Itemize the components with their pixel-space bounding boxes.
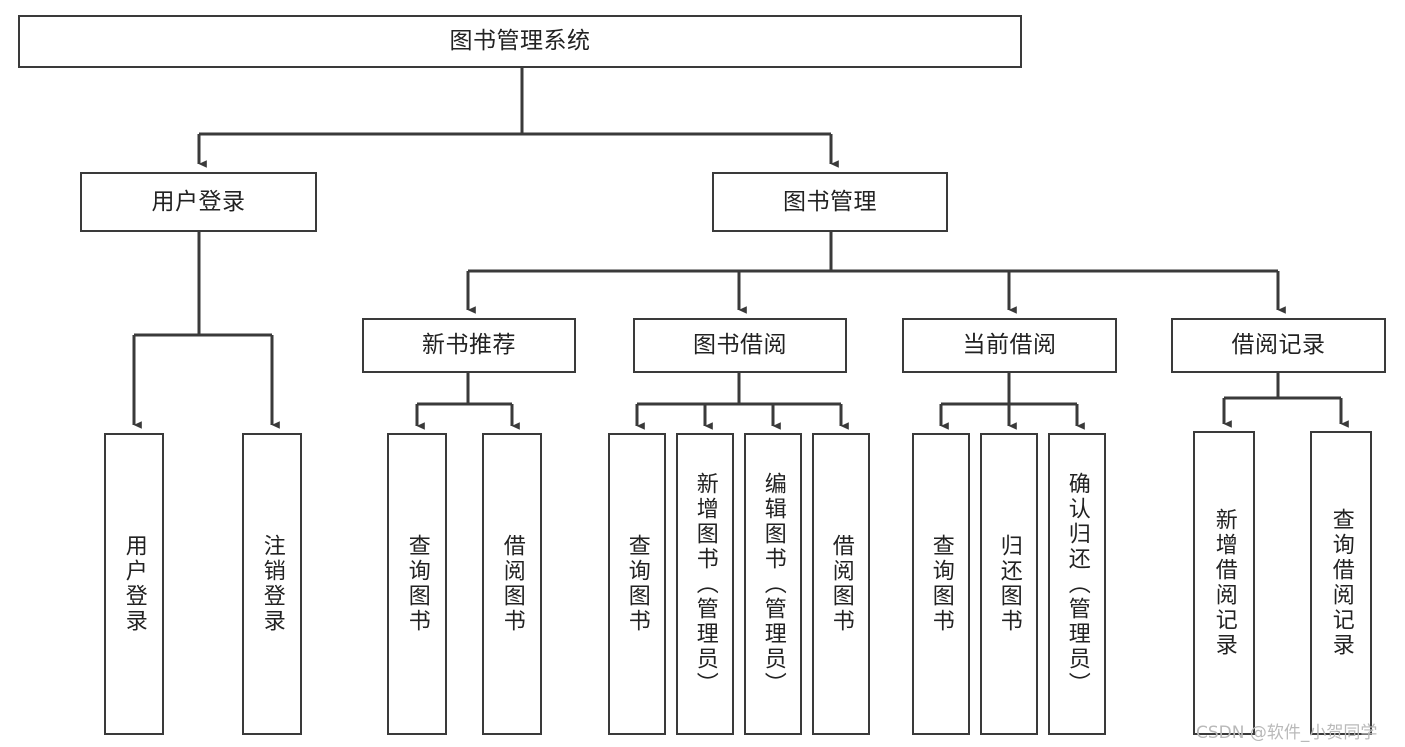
node-label: 新增借阅记录 — [1211, 508, 1237, 658]
node-label: 确认归还（管理员） — [1064, 471, 1090, 697]
node-label: 当前借阅 — [962, 332, 1057, 359]
node-book-management[interactable]: 图书管理 — [712, 172, 948, 232]
node-label: 查询图书 — [404, 534, 430, 634]
node-label: 图书管理 — [783, 188, 877, 215]
node-leaf-query-borrow-record[interactable]: 查询借阅记录 — [1310, 431, 1372, 735]
node-label: 查询图书 — [624, 534, 650, 634]
node-label: 图书管理系统 — [449, 28, 591, 55]
node-user-login[interactable]: 用户登录 — [80, 172, 317, 232]
node-leaf-borrow-book-borrowing[interactable]: 借阅图书 — [812, 433, 870, 735]
node-label: 编辑图书（管理员） — [760, 471, 786, 697]
node-current-borrowing[interactable]: 当前借阅 — [902, 318, 1117, 373]
node-label: 借阅图书 — [828, 534, 854, 634]
node-leaf-return-book[interactable]: 归还图书 — [980, 433, 1038, 735]
node-borrowing-record[interactable]: 借阅记录 — [1171, 318, 1386, 373]
node-leaf-logout[interactable]: 注销登录 — [242, 433, 302, 735]
node-book-borrowing[interactable]: 图书借阅 — [633, 318, 847, 373]
node-label: 归还图书 — [996, 534, 1022, 634]
node-label: 用户登录 — [121, 534, 147, 634]
node-label: 新书推荐 — [422, 332, 516, 359]
node-leaf-add-book-admin[interactable]: 新增图书（管理员） — [676, 433, 734, 735]
node-leaf-add-borrow-record[interactable]: 新增借阅记录 — [1193, 431, 1255, 735]
node-leaf-user-login[interactable]: 用户登录 — [104, 433, 164, 735]
node-leaf-query-book-current[interactable]: 查询图书 — [912, 433, 970, 735]
node-leaf-confirm-return-admin[interactable]: 确认归还（管理员） — [1048, 433, 1106, 735]
node-label: 用户登录 — [151, 188, 246, 215]
node-leaf-borrow-book-recommend[interactable]: 借阅图书 — [482, 433, 542, 735]
node-leaf-query-book-borrowing[interactable]: 查询图书 — [608, 433, 666, 735]
node-label: 注销登录 — [259, 534, 285, 634]
node-label: 新增图书（管理员） — [692, 471, 718, 697]
node-label: 查询借阅记录 — [1328, 508, 1354, 658]
node-label: 借阅记录 — [1231, 332, 1326, 359]
node-root-book-management-system[interactable]: 图书管理系统 — [18, 15, 1022, 68]
node-label: 借阅图书 — [499, 534, 525, 634]
node-label: 查询图书 — [928, 534, 954, 634]
node-new-book-recommendation[interactable]: 新书推荐 — [362, 318, 576, 373]
node-label: 图书借阅 — [693, 332, 787, 359]
node-leaf-query-book-recommend[interactable]: 查询图书 — [387, 433, 447, 735]
csdn-watermark: CSDN @软件_小贺同学 — [1196, 723, 1378, 743]
node-leaf-edit-book-admin[interactable]: 编辑图书（管理员） — [744, 433, 802, 735]
